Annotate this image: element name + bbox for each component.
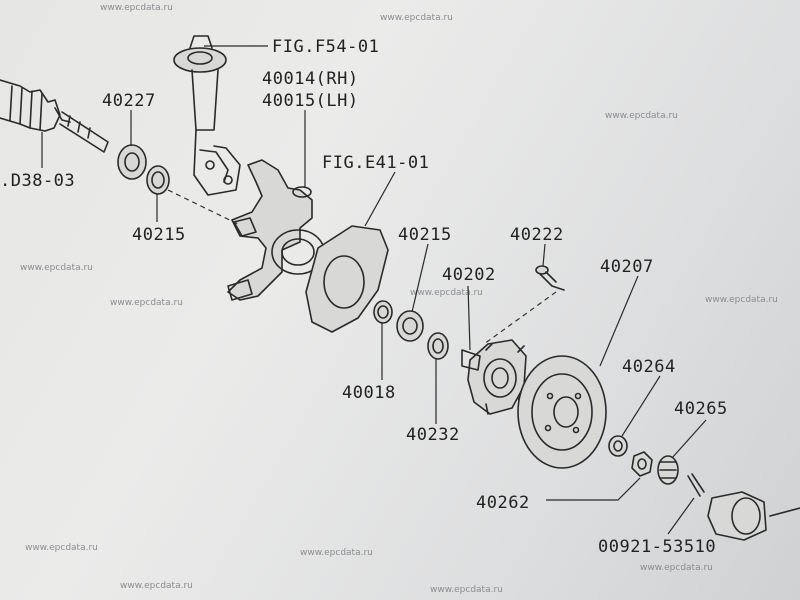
label-40264: 40264 bbox=[622, 357, 676, 377]
label-00921-53510: 00921-53510 bbox=[598, 537, 716, 557]
label-40232: 40232 bbox=[406, 425, 460, 445]
hub-bolt-drawing bbox=[535, 265, 565, 291]
label-40014-rh: 40014(RH) bbox=[262, 69, 359, 89]
label-fig-e41-01: FIG.E41-01 bbox=[322, 153, 429, 173]
backing-plate-drawing bbox=[305, 225, 389, 333]
watermark-text: www.epcdata.ru bbox=[300, 548, 373, 558]
assembly-guide-lines bbox=[167, 189, 557, 345]
watermark-text: www.epcdata.ru bbox=[430, 585, 503, 595]
part-labels: FIG.F54-01 40014(RH) 40015(LH) 40227 .D3… bbox=[0, 37, 728, 557]
label-40202: 40202 bbox=[442, 265, 496, 285]
label-fig-d38-03: .D38-03 bbox=[0, 171, 75, 191]
watermark-text: www.epcdata.ru bbox=[25, 543, 98, 553]
watermark-text: www.epcdata.ru bbox=[605, 111, 678, 121]
label-40215-left: 40215 bbox=[132, 225, 186, 245]
hub-fastener-drawings bbox=[608, 435, 800, 541]
watermark-text: www.epcdata.ru bbox=[100, 3, 173, 13]
strut-drawing bbox=[173, 35, 241, 196]
bearing-seal-drawings bbox=[117, 144, 449, 360]
label-40018: 40018 bbox=[342, 383, 396, 403]
watermark-text: www.epcdata.ru bbox=[640, 563, 713, 573]
wheel-hub-drawing bbox=[461, 339, 527, 415]
label-fig-f54-01: FIG.F54-01 bbox=[272, 37, 379, 57]
label-40265: 40265 bbox=[674, 399, 728, 419]
watermark-text: www.epcdata.ru bbox=[380, 13, 453, 23]
steering-knuckle-drawing bbox=[227, 159, 325, 301]
watermark-text: www.epcdata.ru bbox=[110, 298, 183, 308]
label-40207: 40207 bbox=[600, 257, 654, 277]
label-40227: 40227 bbox=[102, 91, 156, 111]
label-40215-right: 40215 bbox=[398, 225, 452, 245]
brake-disc-drawing bbox=[517, 355, 607, 469]
drive-shaft-drawing bbox=[0, 79, 109, 153]
watermark-text: www.epcdata.ru bbox=[120, 581, 193, 591]
label-40015-lh: 40015(LH) bbox=[262, 91, 359, 111]
label-40222: 40222 bbox=[510, 225, 564, 245]
watermark-text: www.epcdata.ru bbox=[705, 295, 778, 305]
watermark-text: www.epcdata.ru bbox=[20, 263, 93, 273]
watermark-text: www.epcdata.ru bbox=[410, 288, 483, 298]
watermark-group: www.epcdata.ru www.epcdata.ru www.epcdat… bbox=[20, 3, 778, 595]
label-40262: 40262 bbox=[476, 493, 530, 513]
leader-lines bbox=[41, 45, 707, 535]
